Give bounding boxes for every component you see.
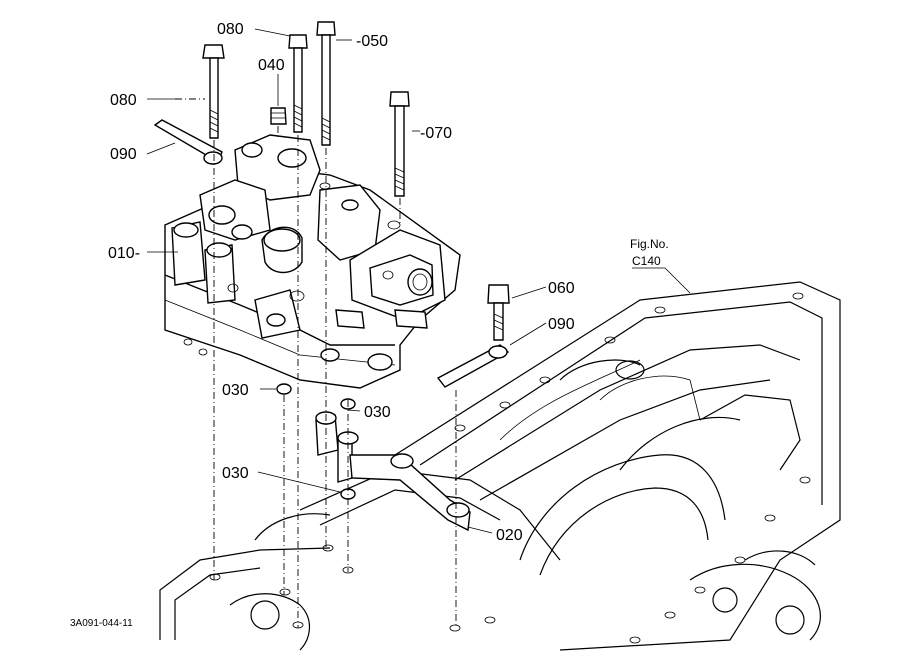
bolt-050 xyxy=(316,21,336,146)
leader-lines xyxy=(146,28,691,534)
plate-090-right xyxy=(436,344,510,388)
plate-090-left xyxy=(153,119,223,165)
pipe-020 xyxy=(315,411,471,532)
bolt-080-left xyxy=(202,44,225,139)
label-080-left: 080 xyxy=(110,92,137,109)
bolt-080-top xyxy=(288,34,308,133)
valve-body xyxy=(164,134,461,389)
label-060: 060 xyxy=(548,280,575,297)
label-010: 010- xyxy=(108,245,140,262)
label-030-a: 030 xyxy=(222,382,249,399)
plug-040 xyxy=(270,107,287,125)
bolt-070 xyxy=(389,91,410,197)
label-070: -070 xyxy=(420,125,452,142)
part-labels: 080 -050 040 080 -070 090 010- Fig.No. C… xyxy=(70,21,669,629)
label-080-top: 080 xyxy=(217,21,244,38)
label-090-left: 090 xyxy=(110,146,137,163)
label-fig-c140: C140 xyxy=(632,254,661,268)
label-040: 040 xyxy=(258,57,285,74)
transmission-case xyxy=(159,281,841,651)
label-030-c: 030 xyxy=(222,465,249,482)
assembly-center-lines xyxy=(213,126,457,628)
bolt-060 xyxy=(487,284,510,341)
label-020: 020 xyxy=(496,527,523,544)
drawing-code: 3A091-044-11 xyxy=(70,618,133,629)
label-050: -050 xyxy=(356,33,388,50)
label-090-right: 090 xyxy=(548,316,575,333)
label-030-b: 030 xyxy=(364,404,391,421)
label-fig-no: Fig.No. xyxy=(630,237,669,251)
